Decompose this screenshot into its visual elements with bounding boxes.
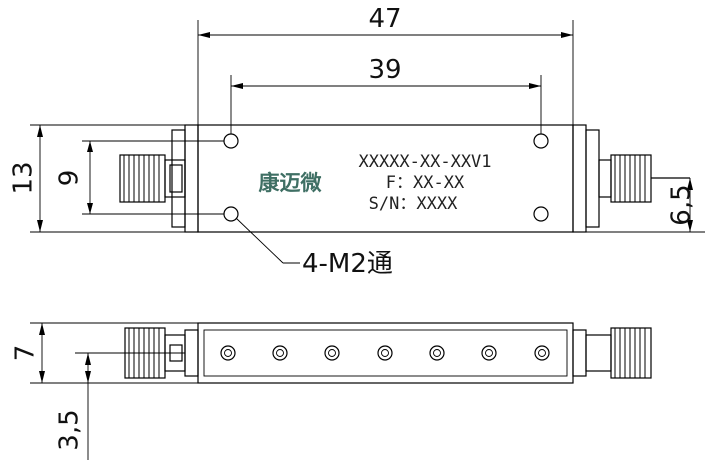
mount-hole-icon — [223, 133, 239, 149]
brand-logo: 康迈微 — [259, 171, 323, 195]
dim-hole-spacing: 39 — [230, 55, 542, 134]
model-label: XXXXX-XX-XXV1 — [358, 152, 491, 172]
right-flange — [572, 124, 587, 233]
screw-icon — [429, 345, 445, 361]
side-body — [197, 322, 574, 384]
side-body-inner — [203, 329, 568, 377]
dim-connector-offset: 6,5 — [586, 178, 705, 233]
hole-callout: 4-M2通 — [235, 217, 393, 279]
dim-9-text: 9 — [55, 170, 85, 187]
hole-note-text: 4-M2通 — [302, 249, 393, 279]
dim-side-offset: 3,5 — [55, 353, 91, 460]
right-flange-inner — [585, 129, 600, 228]
dim-7-text: 7 — [11, 345, 41, 362]
side-left-flange — [184, 329, 199, 377]
left-flange-inner — [171, 129, 186, 228]
dim-47-text: 47 — [368, 4, 401, 34]
screw-icon — [272, 345, 288, 361]
dim-13-text: 13 — [9, 161, 39, 194]
frequency-label: F：XX-XX — [386, 173, 465, 193]
mount-hole-icon — [533, 133, 549, 149]
dim-6-5-text: 6,5 — [667, 184, 697, 225]
side-view: 7 3,5 — [11, 322, 652, 460]
dim-39-text: 39 — [368, 55, 401, 85]
side-right-connector-icon — [585, 327, 652, 379]
top-view: 47 39 13 9 — [9, 4, 705, 279]
dim-overall-width: 47 — [197, 4, 574, 125]
dim-side-height: 7 — [11, 322, 198, 384]
mount-hole-icon — [533, 206, 549, 222]
dim-hole-vertical: 9 — [55, 140, 224, 215]
screw-icon — [324, 345, 340, 361]
screw-icon — [377, 345, 393, 361]
side-right-flange — [572, 329, 587, 377]
right-connector-icon — [598, 154, 690, 203]
mount-hole-icon — [223, 206, 239, 222]
screw-icon — [481, 345, 497, 361]
dim-3-5-text: 3,5 — [55, 409, 85, 450]
screw-icon — [220, 345, 236, 361]
screw-icon — [534, 345, 550, 361]
serial-label: S/N：XXXX — [369, 194, 458, 214]
left-connector-icon — [119, 154, 186, 203]
dim-body-height: 13 — [9, 124, 185, 233]
